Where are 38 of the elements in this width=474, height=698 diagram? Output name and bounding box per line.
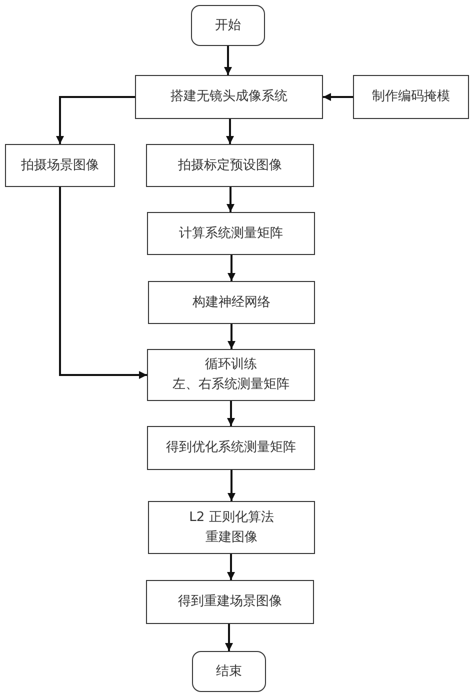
arrow <box>226 119 234 144</box>
step-text: 循环训练 <box>205 356 257 374</box>
arrow <box>228 324 236 349</box>
process-box <box>146 144 314 187</box>
process-box <box>135 75 323 119</box>
step-text: 制作编码掩模 <box>372 88 450 106</box>
step-text: 拍摄场景图像 <box>21 156 99 174</box>
arrow <box>228 255 236 281</box>
step-text: 计算系统测量矩阵 <box>179 224 283 242</box>
arrow <box>228 470 236 501</box>
process-box <box>148 501 315 554</box>
step-text: 左、右系统测量矩阵 <box>172 376 290 394</box>
process-box <box>147 426 315 470</box>
step-text: 构建神经网络 <box>192 294 270 312</box>
process-box <box>5 144 115 187</box>
arrow <box>226 187 234 212</box>
arrow <box>227 554 235 580</box>
arrow <box>56 96 135 144</box>
step-text: 得到优化系统测量矩阵 <box>166 439 296 457</box>
step-text: 重建图像 <box>206 528 258 546</box>
arrow <box>227 401 235 426</box>
step-text: 得到重建场景图像 <box>178 593 282 611</box>
step-text: 拍摄标定预设图像 <box>178 156 282 174</box>
process-box <box>147 212 315 255</box>
process-box <box>353 75 469 119</box>
step-text: 结束 <box>216 662 242 680</box>
arrow <box>225 624 233 651</box>
step-text: 开始 <box>215 16 241 34</box>
process-box <box>148 281 315 324</box>
arrow <box>224 46 232 75</box>
process-box <box>147 349 315 401</box>
terminal-box <box>191 5 265 46</box>
terminal-box <box>192 651 266 692</box>
arrow <box>59 187 147 379</box>
arrow <box>323 93 353 101</box>
step-text: L2 正则化算法 <box>189 508 274 526</box>
step-text: 搭建无镜头成像系统 <box>170 88 288 106</box>
process-box <box>146 580 314 624</box>
